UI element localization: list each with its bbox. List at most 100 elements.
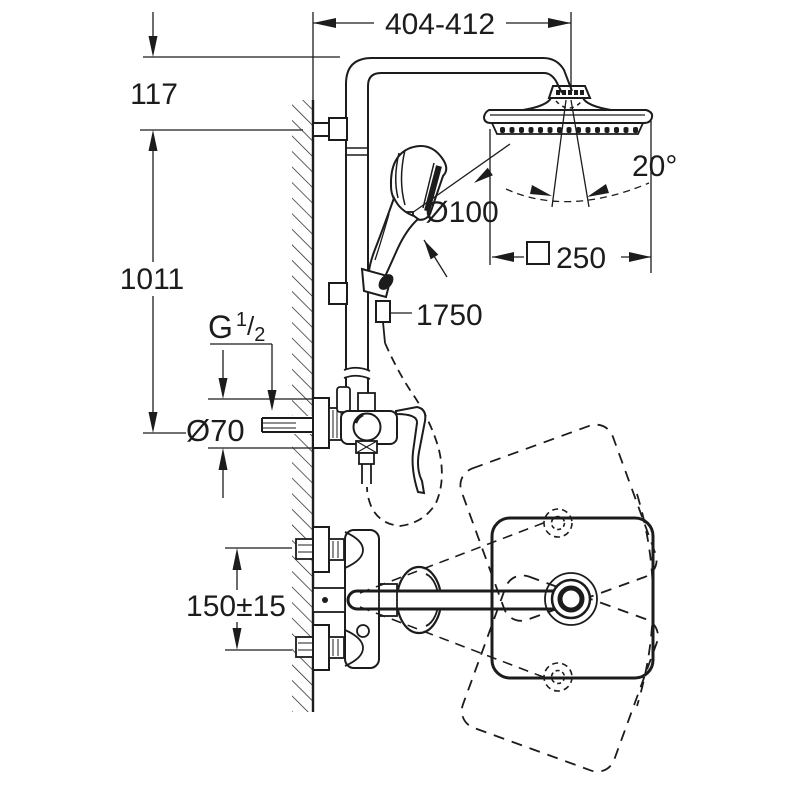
dimension-lines: 404-412 117 1011 20°	[120, 8, 677, 651]
hose-nut	[375, 300, 391, 323]
arrowhead	[587, 184, 609, 197]
head-shower-ball-joint	[547, 85, 592, 99]
hand-shower-face-ring	[400, 149, 406, 206]
shower-hose	[366, 321, 443, 527]
escutcheon	[312, 397, 330, 449]
escutcheon-top-view	[312, 624, 330, 671]
arrowhead	[492, 252, 514, 262]
dimension-hose-length: 1750	[391, 299, 483, 332]
arrowhead	[218, 378, 228, 399]
thread-denominator: 2	[254, 324, 265, 346]
union-dome-bottom	[344, 629, 364, 667]
arrowhead	[232, 628, 242, 650]
head-shower-front-view	[482, 85, 654, 135]
swivel-hub-up	[543, 508, 573, 538]
hand-shower-handle	[367, 195, 420, 283]
dimension-width-range: 404-412	[313, 8, 572, 90]
arrowhead	[148, 130, 158, 151]
dimension-label-head-size: 250	[556, 242, 606, 275]
arm-sleeve	[378, 583, 398, 617]
dimension-escutcheon-diameter: Ø70	[186, 350, 313, 498]
hose-solid-segment	[382, 321, 386, 344]
union-dome-top	[344, 531, 364, 569]
dimension-hand-shower-diameter: Ø100	[411, 143, 511, 278]
head-shower-nozzles	[500, 127, 638, 133]
mounting-plate	[312, 587, 346, 613]
union-nipple-top-view	[328, 538, 345, 561]
ball-joint-swivel-dashed	[555, 100, 583, 109]
union-nipple-top-view	[328, 636, 345, 659]
hand-shower-face-line	[422, 162, 435, 209]
arrowhead	[232, 548, 242, 570]
riser-pipe-outer	[345, 57, 573, 393]
ball-joint-dots	[556, 90, 584, 95]
wall	[292, 12, 315, 712]
swivel-arm-up	[359, 521, 547, 594]
supply-mask	[291, 416, 313, 434]
swivel-hub-up-inner	[550, 515, 566, 531]
mounting-screw	[322, 597, 328, 603]
dimension-head-size: 250	[489, 121, 652, 275]
arm-hub-outer	[544, 572, 598, 626]
dimension-label-swivel-angle: 20°	[632, 150, 677, 183]
supply-stub-top	[295, 538, 314, 560]
shower-arm-top-view	[346, 589, 570, 611]
handle-end-cap	[378, 274, 394, 290]
head-shower-spray-rim	[491, 122, 644, 135]
head-shower-plate	[482, 109, 654, 124]
arrowhead	[313, 18, 336, 28]
arrowhead	[474, 167, 493, 183]
arrowhead	[267, 390, 277, 411]
dimension-supply-spacing: 150±15	[186, 547, 292, 651]
wall-bracket-clamp	[328, 117, 348, 141]
riser-connection	[357, 392, 376, 413]
head-shower-bell	[522, 97, 612, 111]
wall-hatching	[292, 100, 313, 712]
hand-shower-face-band	[424, 165, 442, 212]
riser-and-shower-arm	[312, 57, 573, 393]
outlet-nut	[358, 452, 375, 465]
dimension-label-escutcheon-diameter: Ø70	[186, 413, 245, 448]
top-view	[295, 423, 659, 773]
arrowhead	[424, 240, 439, 260]
diverter-knob	[336, 386, 351, 413]
arrowhead	[148, 36, 158, 57]
dimension-label-hose-length: 1750	[416, 299, 483, 332]
riser-pipe-inner	[367, 72, 563, 393]
wall-bracket-base	[312, 122, 330, 137]
arrowhead	[548, 18, 571, 28]
escutcheon-top-view	[312, 526, 330, 573]
hand-shower-face-ring	[395, 152, 400, 199]
dimension-label-arm-drop: 117	[130, 78, 178, 111]
dimension-label-supply-spacing: 150±15	[186, 590, 286, 623]
arm-hub-ball	[557, 585, 585, 613]
dimension-riser-height: 1011	[120, 151, 186, 434]
dimension-label-width-range: 404-412	[385, 8, 495, 41]
mixer-ball-shade	[353, 412, 364, 424]
thread-slash: /	[247, 311, 255, 341]
mixer-lever	[395, 405, 427, 495]
dimension-arm-drop: 117	[130, 12, 340, 151]
riser-break-squiggle	[343, 366, 371, 372]
thread-numerator: 1	[236, 309, 247, 331]
dimension-label-riser-height: 1011	[120, 263, 185, 296]
swivel-arm-down	[359, 606, 547, 679]
thread-letter: G	[208, 309, 233, 345]
holder-clamp	[328, 282, 348, 305]
arrowhead	[148, 412, 158, 433]
hand-shower-handle-line	[374, 213, 390, 261]
swivel-hub-down-inner	[550, 669, 566, 685]
square-symbol	[526, 241, 550, 265]
dimension-swivel-angle: 20°	[505, 99, 677, 208]
mixer-front-view	[261, 386, 427, 495]
swivel-hub-down	[543, 662, 573, 692]
swivel-arc	[636, 493, 654, 707]
body-screw	[356, 624, 370, 638]
riser-break-mask	[344, 370, 370, 378]
arrowhead	[629, 252, 651, 262]
supply-stub-bottom	[295, 636, 314, 658]
hose-dashed-loop	[366, 342, 443, 527]
